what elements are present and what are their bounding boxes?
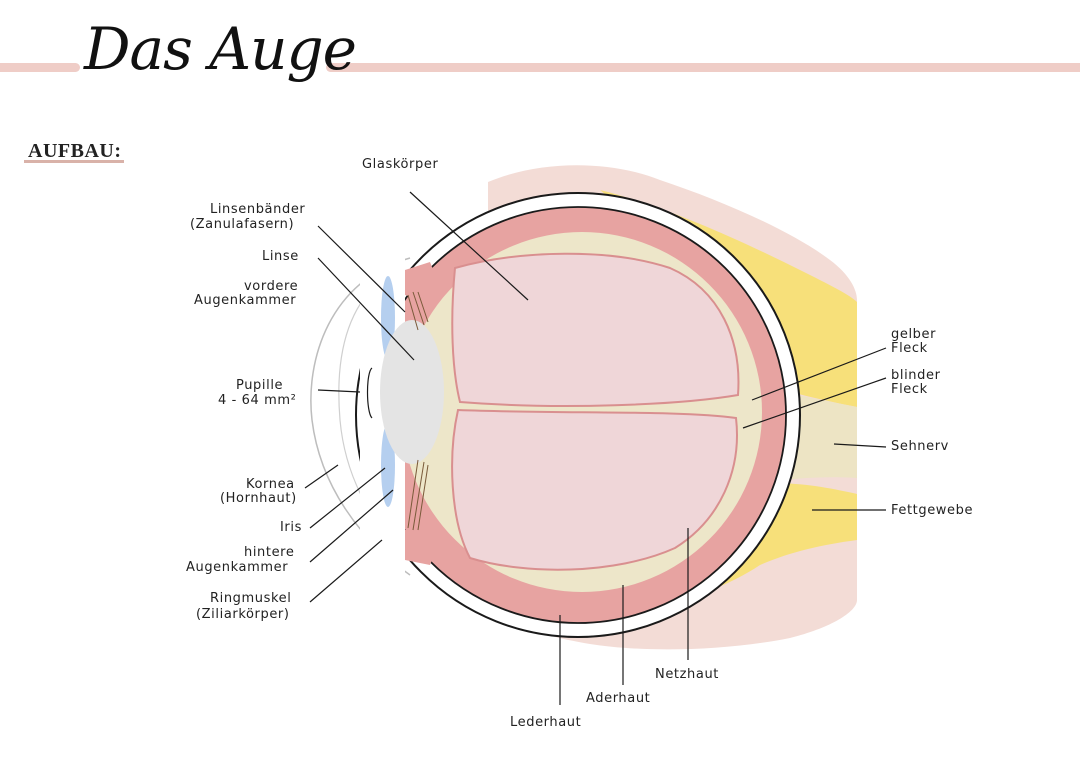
- label-augenkammer-vorn: Augenkammer: [194, 293, 296, 308]
- page-title: Das Auge: [84, 15, 357, 83]
- label-glaskoerper: Glaskörper: [362, 157, 438, 172]
- label-ziliarkoerper: (Ziliarkörper): [196, 607, 290, 622]
- label-hintere: hintere: [244, 545, 294, 560]
- label-lederhaut: Lederhaut: [510, 715, 581, 730]
- label-ringmuskel: Ringmuskel: [210, 591, 292, 606]
- section-underline: [24, 160, 124, 163]
- label-vordere: vordere: [244, 279, 298, 294]
- label-aderhaut: Aderhaut: [586, 691, 650, 706]
- lens: [380, 320, 444, 464]
- label-augenkammer-hinten: Augenkammer: [186, 560, 288, 575]
- label-sehnerv: Sehnerv: [891, 439, 949, 454]
- label-netzhaut: Netzhaut: [655, 667, 719, 682]
- label-linse: Linse: [262, 249, 299, 264]
- leader-lines: [304, 191, 887, 705]
- label-hornhaut: (Hornhaut): [220, 491, 297, 506]
- label-pupille: Pupille: [236, 378, 283, 393]
- section-heading: AUFBAU:: [28, 140, 122, 162]
- label-gelber-fleck: Fleck: [891, 341, 928, 356]
- label-linsenbaender: Linsenbänder: [210, 202, 305, 217]
- label-iris: Iris: [280, 520, 302, 535]
- vitreous-lower: [451, 408, 738, 571]
- vitreous-upper: [451, 252, 740, 407]
- label-blinder: blinder: [891, 368, 941, 383]
- label-blinder-fleck: Fleck: [891, 382, 928, 397]
- ciliary-lower: [405, 525, 438, 565]
- label-gelber: gelber: [891, 327, 936, 342]
- label-pupille-size: 4 - 64 mm²: [218, 393, 296, 408]
- zonule-fibers: [407, 291, 429, 531]
- label-fettgewebe: Fettgewebe: [891, 503, 973, 518]
- header-rule-left: [0, 63, 80, 72]
- ciliary-upper: [405, 262, 438, 300]
- label-linsenbaender-sub: (Zanulafasern): [190, 217, 294, 232]
- label-kornea: Kornea: [246, 477, 295, 492]
- header-rule-right: [326, 63, 1080, 72]
